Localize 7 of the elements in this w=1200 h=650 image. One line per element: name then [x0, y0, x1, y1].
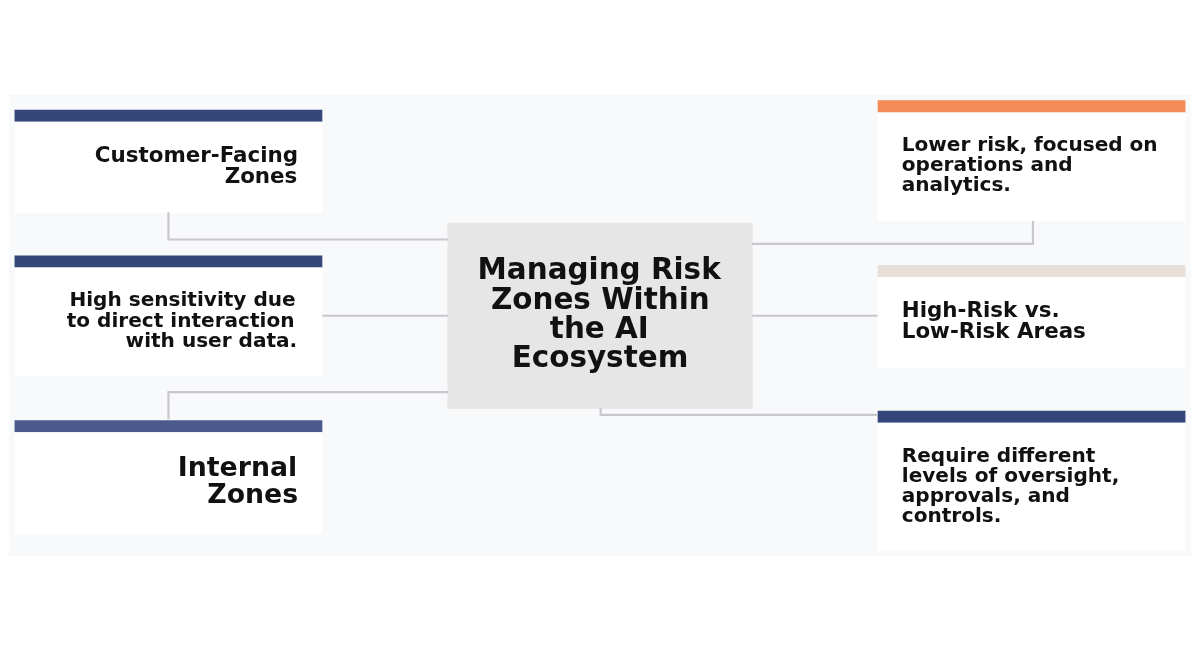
connector — [599, 407, 878, 416]
node-box: Managing Risk Zones Within the AI Ecosystem — [447, 222, 753, 409]
connector — [167, 211, 448, 241]
connector — [752, 314, 878, 317]
connector — [752, 220, 1034, 245]
connector — [322, 314, 448, 317]
connector — [167, 390, 448, 419]
